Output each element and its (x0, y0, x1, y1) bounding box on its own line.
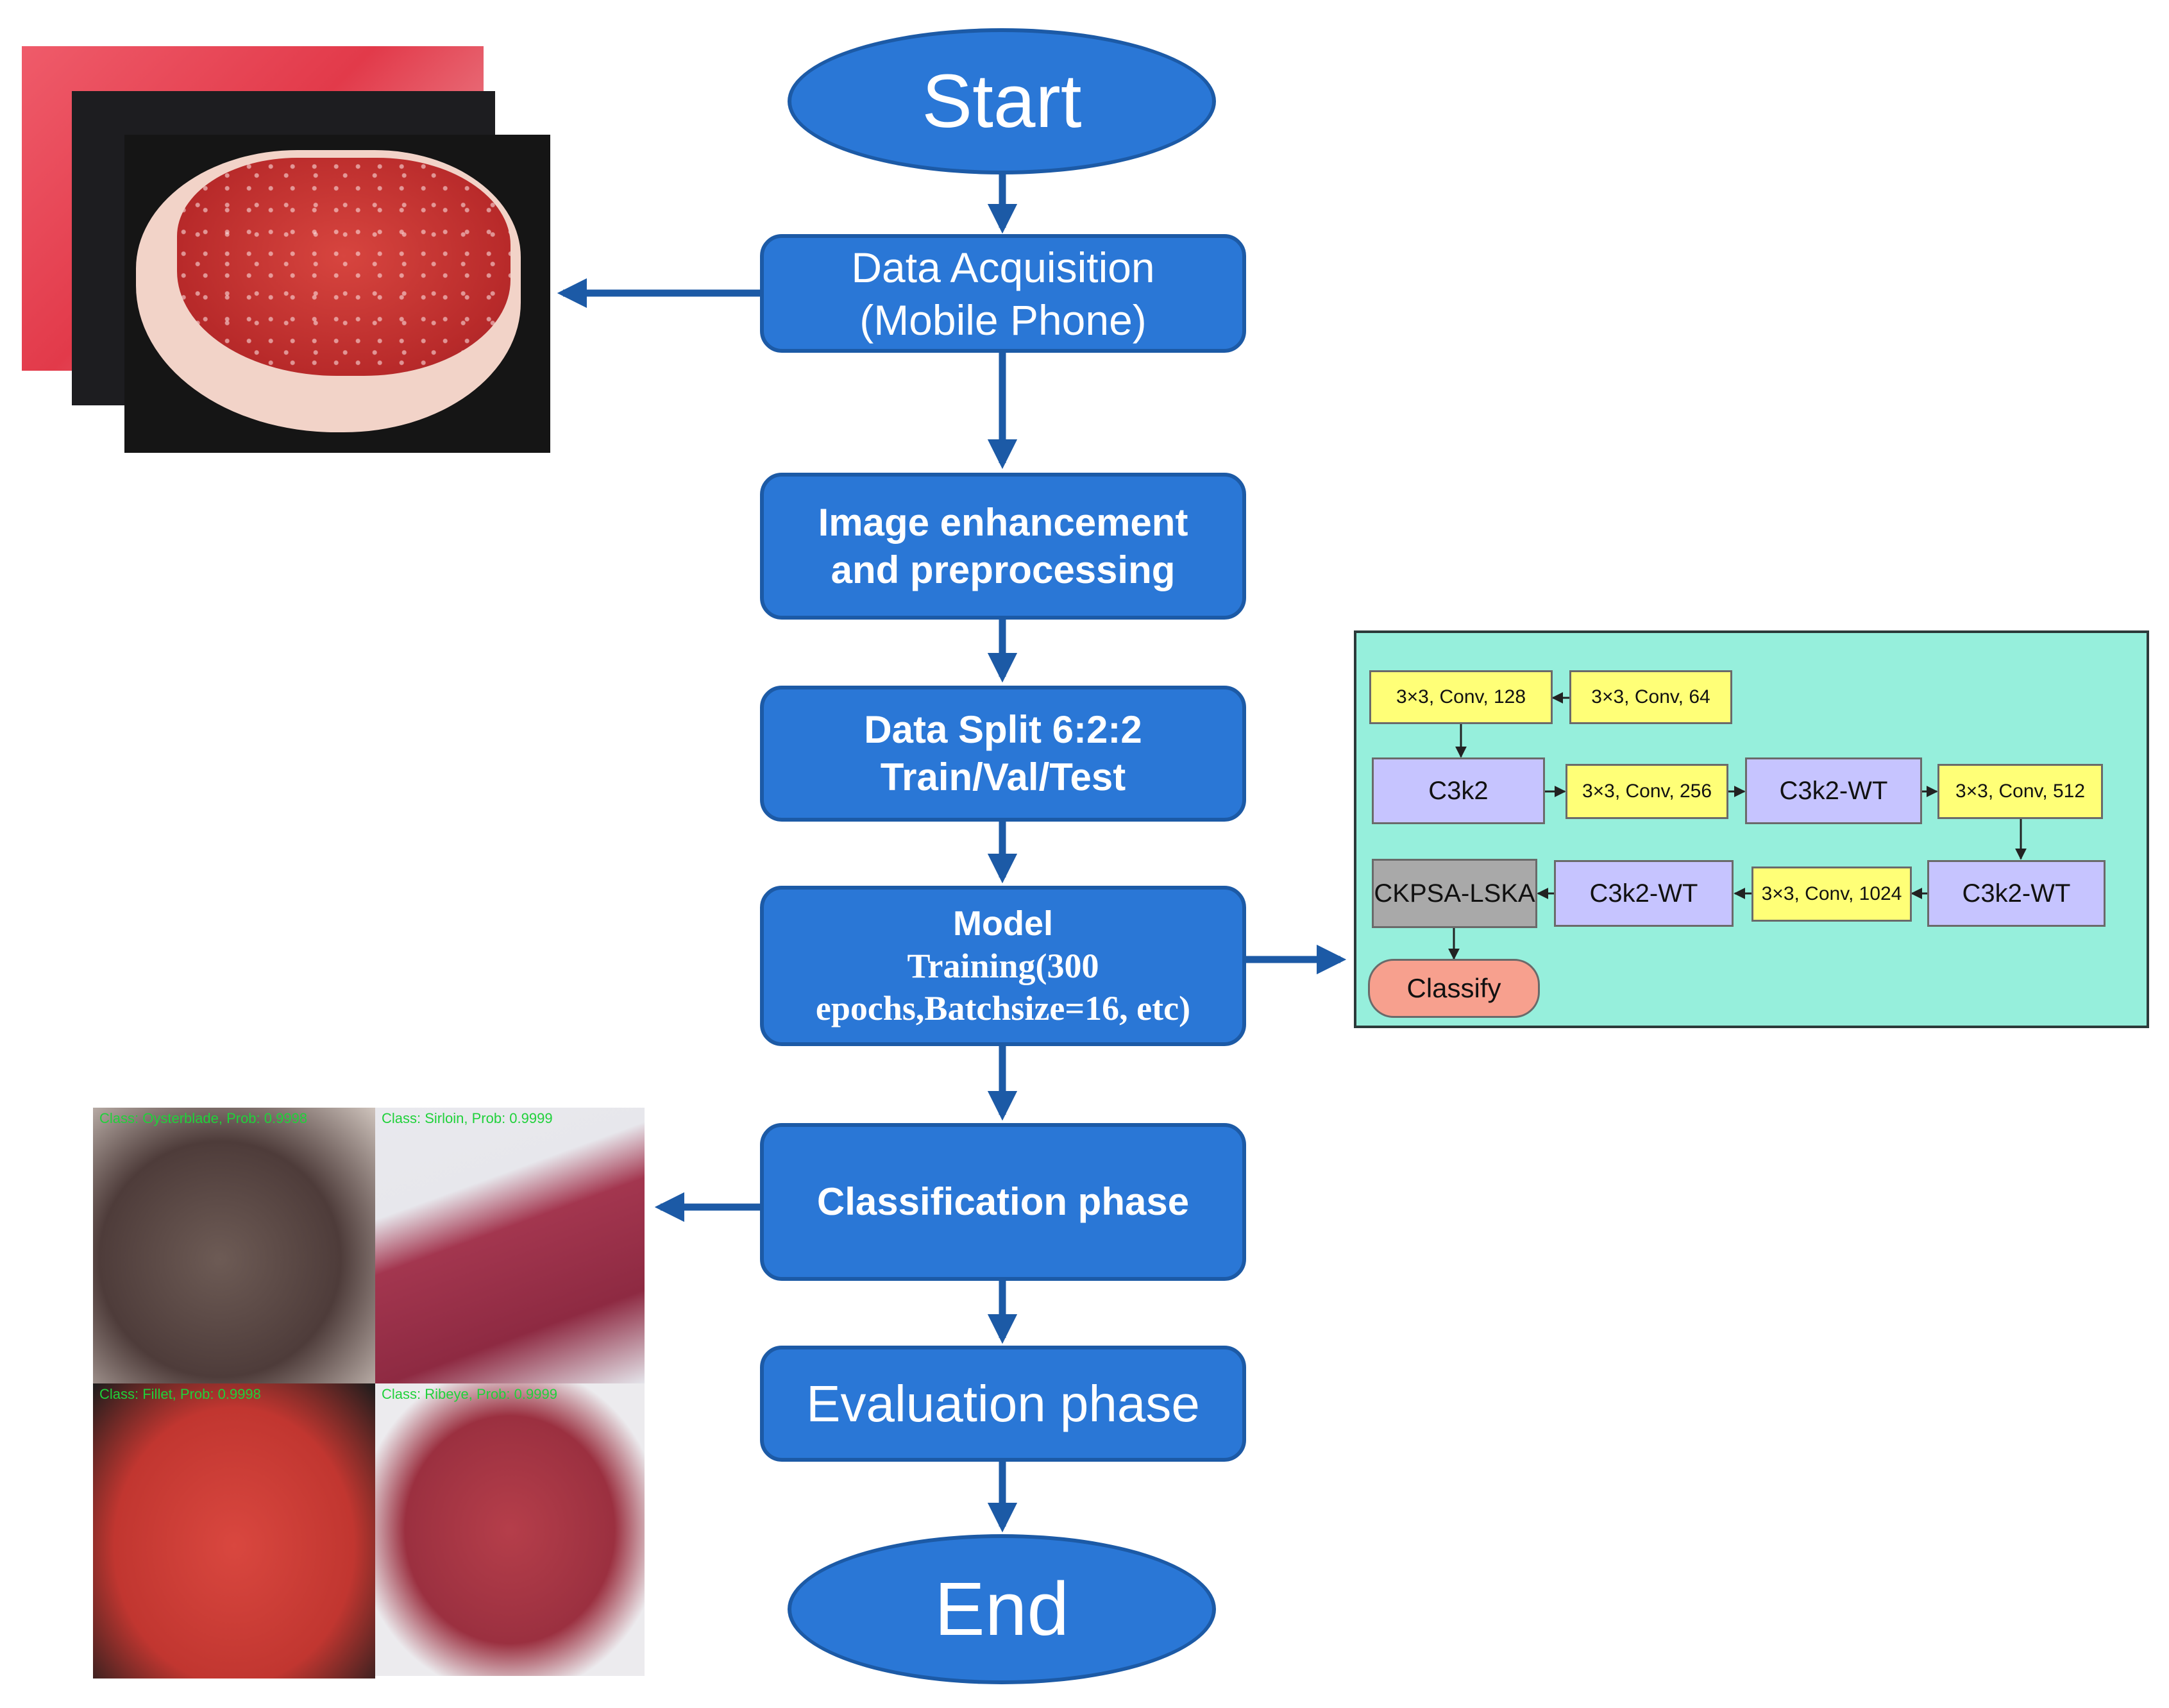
result-fillet-caption: Class: Fillet, Prob: 0.9998 (99, 1386, 261, 1402)
result-oysterblade: Class: Oysterblade, Prob: 0.9998 (93, 1108, 375, 1383)
data-acquisition-node: Data Acquisition (Mobile Phone) (760, 234, 1246, 353)
block-conv-512: 3×3, Conv, 512 (1937, 764, 2103, 819)
block-conv-1024: 3×3, Conv, 1024 (1751, 867, 1912, 922)
data-split-line-2: Train/Val/Test (880, 756, 1126, 799)
model-training-heading: Model (953, 904, 1053, 943)
block-conv-128: 3×3, Conv, 128 (1369, 670, 1553, 724)
start-node: Start (788, 28, 1216, 174)
result-oysterblade-caption: Class: Oysterblade, Prob: 0.9998 (99, 1110, 308, 1126)
block-ckpsa-lska: CKPSA-LSKA (1372, 859, 1537, 928)
data-split-line-1: Data Split 6:2:2 (864, 708, 1142, 751)
start-label: Start (922, 59, 1082, 144)
block-conv-256: 3×3, Conv, 256 (1566, 764, 1728, 819)
result-ribeye: Class: Ribeye, Prob: 0.9999 (375, 1383, 645, 1676)
block-classify: Classify (1368, 959, 1540, 1018)
image-enhancement-line-1: Image enhancement (818, 500, 1188, 544)
classification-phase-node: Classification phase (760, 1123, 1246, 1281)
image-enhancement-line-2: and preprocessing (831, 548, 1176, 591)
classification-phase-label: Classification phase (816, 1180, 1190, 1223)
block-c3k2-wt-c: C3k2-WT (1927, 860, 2106, 927)
architecture-connectors (1448, 692, 2027, 960)
end-node: End (788, 1534, 1216, 1684)
model-training-line-2: epochs,Batchsize=16, etc) (815, 989, 1191, 1027)
result-fillet: Class: Fillet, Prob: 0.9998 (93, 1383, 375, 1678)
block-c3k2: C3k2 (1372, 757, 1545, 824)
block-c3k2-wt-a: C3k2-WT (1745, 757, 1922, 824)
evaluation-phase-label: Evaluation phase (806, 1374, 1200, 1432)
data-split-node: Data Split 6:2:2 Train/Val/Test (760, 686, 1246, 822)
image-enhancement-node: Image enhancement and preprocessing (760, 473, 1246, 620)
sample-photo-front (124, 135, 550, 453)
model-training-line-1: Training(300 (907, 947, 1099, 985)
end-label: End (934, 1567, 1069, 1652)
data-acquisition-line-2: (Mobile Phone) (859, 296, 1147, 344)
block-conv-64: 3×3, Conv, 64 (1569, 670, 1732, 724)
model-training-node: Model Training(300 epochs,Batchsize=16, … (760, 886, 1246, 1046)
result-sirloin-caption: Class: Sirloin, Prob: 0.9999 (382, 1110, 553, 1126)
steak-meat (177, 158, 511, 376)
result-ribeye-caption: Class: Ribeye, Prob: 0.9999 (382, 1386, 557, 1402)
data-acquisition-line-1: Data Acquisition (851, 243, 1155, 291)
model-architecture-panel: 3×3, Conv, 128 3×3, Conv, 64 C3k2 3×3, C… (1354, 630, 2149, 1028)
block-c3k2-wt-b: C3k2-WT (1554, 860, 1734, 927)
result-sirloin: Class: Sirloin, Prob: 0.9999 (375, 1108, 645, 1383)
evaluation-phase-node: Evaluation phase (760, 1346, 1246, 1462)
